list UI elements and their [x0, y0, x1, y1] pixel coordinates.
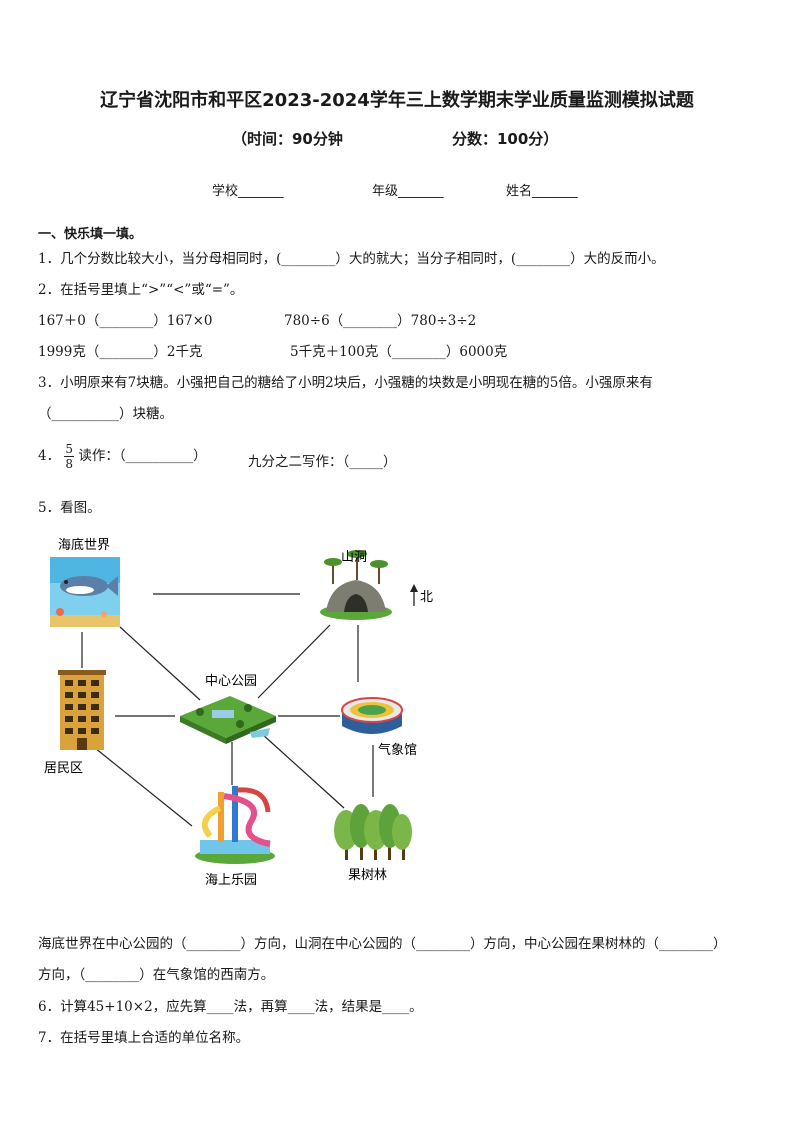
name-field[interactable]: 姓名_______: [506, 184, 578, 199]
label-sea-world: 海底世界: [58, 537, 110, 553]
question-4: 4． 5 8 读作：（__________）: [38, 442, 207, 471]
label-weather: 气象馆: [378, 742, 417, 758]
weather-stadium-icon: [341, 697, 403, 734]
map-lines: [81, 593, 374, 827]
q4-prefix: 4．: [38, 448, 61, 464]
grade-field[interactable]: 年级_______: [372, 184, 444, 199]
q5-text-line1: 海底世界在中心公园的（________）方向，山洞在中心公园的（________…: [38, 936, 727, 952]
q5-text-line2: 方向，（________）在气象馆的西南方。: [38, 967, 275, 983]
water-park-icon: [195, 786, 275, 864]
q2-item-3: 1999克（________）2千克: [38, 344, 203, 360]
question-5: 5．看图。: [38, 500, 101, 516]
question-3-line1: 3．小明原来有7块糖。小强把自己的糖给了小明2块后，小强糖的块数是小明现在糖的5…: [38, 375, 653, 391]
label-north: 北: [420, 590, 433, 605]
q2-item-1: 167＋0（________）167×0: [38, 313, 213, 329]
sea-world-icon: [50, 557, 120, 627]
score-label: 分数：100分）: [452, 130, 559, 148]
label-residential: 居民区: [44, 761, 83, 776]
fraction: 5 8: [64, 442, 75, 471]
question-3-line2: （__________）块糖。: [38, 406, 173, 422]
park-icon: [180, 696, 276, 744]
label-cave: 山洞: [341, 550, 367, 565]
question-6: 6．计算45+10×2，应先算____法，再算____法，结果是____。: [38, 999, 423, 1015]
question-7: 7．在括号里填上合适的单位名称。: [38, 1030, 250, 1046]
label-orchard: 果树林: [348, 868, 387, 883]
time-label: （时间：90分钟: [232, 130, 343, 148]
line-cave-park: [257, 624, 331, 699]
fraction-denominator: 8: [65, 457, 74, 471]
question-1: 1．几个分数比较大小，当分母相同时，(________）大的就大；当分子相同时，…: [38, 251, 665, 267]
north-arrow-icon: [410, 584, 418, 606]
q4-write-text: 九分之二写作：（_____）: [248, 454, 397, 470]
q4-read-text: 读作：（__________）: [78, 448, 207, 464]
question-2: 2．在括号里填上“>”“<”或“=”。: [38, 282, 244, 298]
direction-map: 海底世界 山洞 北 中心公园 居民区 气象馆 果树林 海上乐园: [44, 537, 433, 888]
line-park-orchard: [261, 733, 345, 809]
label-water-park: 海上乐园: [205, 873, 257, 888]
fraction-numerator: 5: [64, 442, 75, 457]
line-residential-waterpark: [94, 747, 193, 827]
page-title: 辽宁省沈阳市和平区2023-2024学年三上数学期末学业质量监测模拟试题: [100, 90, 694, 111]
orchard-icon: [334, 804, 412, 860]
q2-item-2: 780÷6（________）780÷3÷2: [284, 313, 477, 329]
q2-item-4: 5千克＋100克（________）6000克: [290, 344, 508, 360]
school-field[interactable]: 学校_______: [212, 184, 284, 199]
residential-building-icon: [58, 670, 106, 750]
line-sea-park: [119, 626, 201, 701]
cave-icon: [320, 550, 392, 620]
label-park: 中心公园: [205, 674, 257, 689]
section-heading: 一、快乐填一填。: [38, 227, 143, 242]
